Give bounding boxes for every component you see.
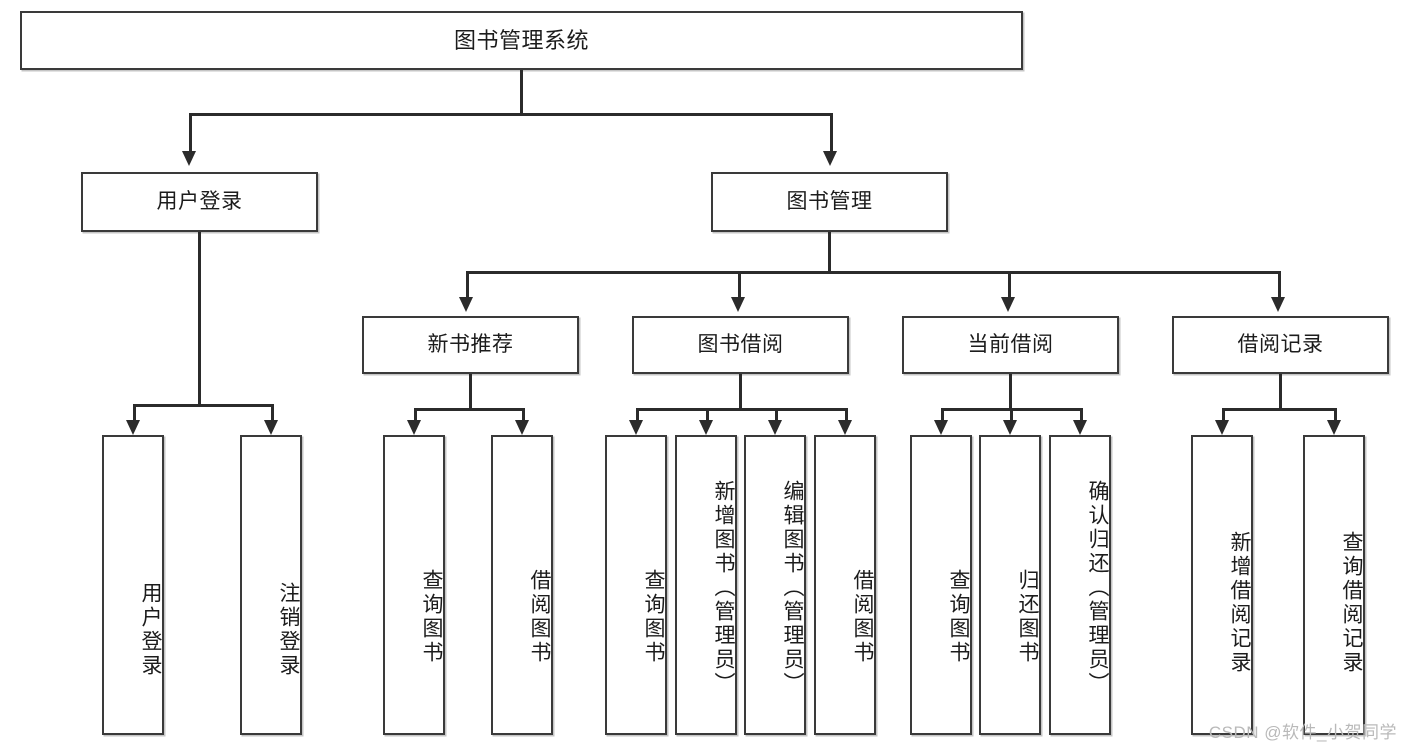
connector-current-borrow-stem xyxy=(1009,374,1012,410)
arrowhead-current-borrow-leaf-2 xyxy=(1003,420,1017,435)
arrowhead-borrow-record-leaf-2 xyxy=(1327,420,1341,435)
connector-level2-bus xyxy=(189,113,832,116)
connector-to-borrow-record xyxy=(1278,271,1281,299)
connector-user-login-drop-1 xyxy=(133,404,136,422)
node-book-borrow[interactable]: 图书借阅 xyxy=(632,316,849,374)
arrowhead-book-borrow-leaf-1 xyxy=(629,420,643,435)
arrowhead-to-new-book xyxy=(459,297,473,312)
leaf-current-borrow-return[interactable]: 归还图书 xyxy=(979,435,1041,735)
connector-to-book-manage xyxy=(830,113,833,153)
leaf-current-borrow-query[interactable]: 查询图书 xyxy=(910,435,972,735)
connector-root-stem xyxy=(520,70,523,114)
connector-new-book-bus xyxy=(414,408,525,411)
leaf-user-login-logout[interactable]: 注销登录 xyxy=(240,435,302,735)
arrowhead-to-book-manage xyxy=(823,151,837,166)
arrowhead-new-book-leaf-2 xyxy=(515,420,529,435)
node-new-book-recommend[interactable]: 新书推荐 xyxy=(362,316,579,374)
connector-borrow-record-drop-1 xyxy=(1222,408,1225,422)
leaf-new-book-borrow[interactable]: 借阅图书 xyxy=(491,435,553,735)
leaf-borrow-record-query[interactable]: 查询借阅记录 xyxy=(1303,435,1365,735)
connector-book-borrow-drop-3 xyxy=(775,408,778,422)
connector-book-borrow-drop-2 xyxy=(706,408,709,422)
connector-book-borrow-stem xyxy=(739,374,742,410)
connector-borrow-record-bus xyxy=(1222,408,1337,411)
arrowhead-user-login-leaf-1 xyxy=(126,420,140,435)
arrowhead-to-current-borrow xyxy=(1001,297,1015,312)
leaf-user-login-login[interactable]: 用户登录 xyxy=(102,435,164,735)
arrowhead-to-book-borrow xyxy=(731,297,745,312)
leaf-book-borrow-query[interactable]: 查询图书 xyxy=(605,435,667,735)
connector-user-login-bus xyxy=(133,404,274,407)
connector-current-borrow-drop-3 xyxy=(1080,408,1083,422)
arrowhead-borrow-record-leaf-1 xyxy=(1215,420,1229,435)
connector-to-current-borrow xyxy=(1008,271,1011,299)
node-book-manage[interactable]: 图书管理 xyxy=(711,172,948,232)
connector-new-book-drop-2 xyxy=(522,408,525,422)
leaf-current-borrow-confirm[interactable]: 确认归还（管理员） xyxy=(1049,435,1111,735)
connector-new-book-stem xyxy=(469,374,472,410)
connector-user-login-drop-2 xyxy=(271,404,274,422)
connector-book-borrow-bus xyxy=(636,408,848,411)
leaf-book-borrow-edit[interactable]: 编辑图书（管理员） xyxy=(744,435,806,735)
connector-borrow-record-drop-2 xyxy=(1334,408,1337,422)
arrowhead-to-user-login xyxy=(182,151,196,166)
connector-current-borrow-drop-2 xyxy=(1010,408,1013,422)
connector-user-login-stem xyxy=(198,232,201,406)
connector-to-book-borrow xyxy=(738,271,741,299)
arrowhead-user-login-leaf-2 xyxy=(264,420,278,435)
connector-to-user-login xyxy=(189,113,192,153)
connector-level3-bus xyxy=(466,271,1280,274)
connector-borrow-record-stem xyxy=(1279,374,1282,410)
arrowhead-book-borrow-leaf-3 xyxy=(768,420,782,435)
connector-current-borrow-drop-1 xyxy=(941,408,944,422)
node-user-login[interactable]: 用户登录 xyxy=(81,172,318,232)
arrowhead-book-borrow-leaf-2 xyxy=(699,420,713,435)
leaf-borrow-record-add[interactable]: 新增借阅记录 xyxy=(1191,435,1253,735)
arrowhead-new-book-leaf-1 xyxy=(407,420,421,435)
arrowhead-current-borrow-leaf-3 xyxy=(1073,420,1087,435)
connector-book-borrow-drop-1 xyxy=(636,408,639,422)
leaf-book-borrow-borrow[interactable]: 借阅图书 xyxy=(814,435,876,735)
connector-to-new-book xyxy=(466,271,469,299)
connector-book-manage-stem xyxy=(828,232,831,273)
arrowhead-book-borrow-leaf-4 xyxy=(838,420,852,435)
leaf-new-book-query[interactable]: 查询图书 xyxy=(383,435,445,735)
arrowhead-current-borrow-leaf-1 xyxy=(934,420,948,435)
node-borrow-record[interactable]: 借阅记录 xyxy=(1172,316,1389,374)
node-root-system[interactable]: 图书管理系统 xyxy=(20,11,1023,70)
connector-new-book-drop-1 xyxy=(414,408,417,422)
connector-book-borrow-drop-4 xyxy=(845,408,848,422)
arrowhead-to-borrow-record xyxy=(1271,297,1285,312)
node-current-borrow[interactable]: 当前借阅 xyxy=(902,316,1119,374)
leaf-book-borrow-add[interactable]: 新增图书（管理员） xyxy=(675,435,737,735)
